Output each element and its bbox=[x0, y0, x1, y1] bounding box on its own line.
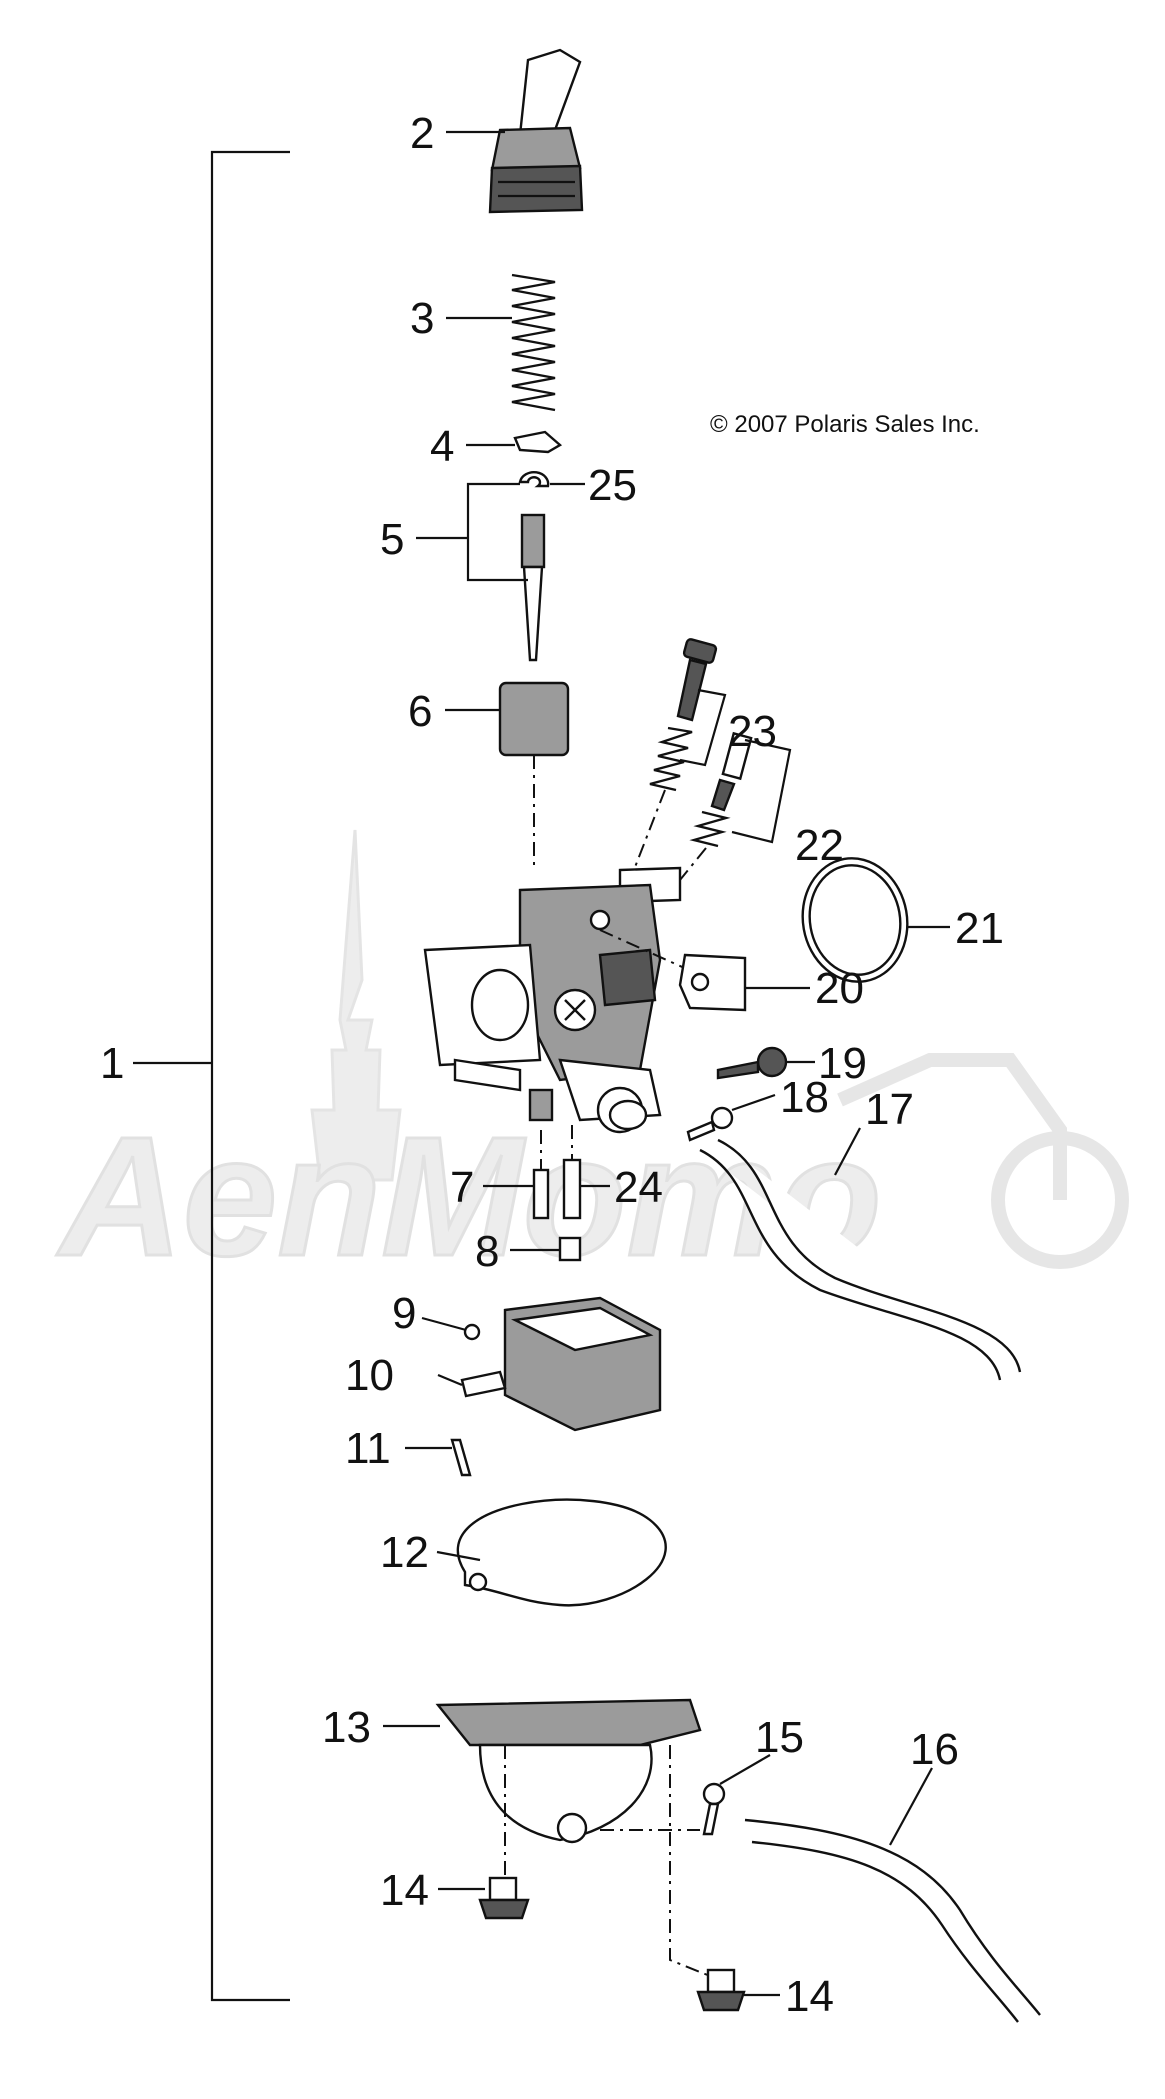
part-main-jet bbox=[532, 1130, 550, 1220]
callout-22: 22 bbox=[795, 821, 844, 870]
part-spring bbox=[511, 273, 556, 412]
callout-8: 8 bbox=[475, 1227, 499, 1276]
callout-20: 20 bbox=[815, 964, 864, 1013]
callout-11: 11 bbox=[345, 1424, 391, 1473]
part-fuel-hose-17 bbox=[699, 1138, 1022, 1381]
part-drain-bolt-right bbox=[696, 1968, 746, 2012]
part-idle-screw bbox=[679, 731, 753, 881]
part-top-cap bbox=[488, 48, 584, 214]
callout-21: 21 bbox=[955, 904, 1004, 953]
watermark-spire-icon bbox=[310, 829, 402, 1182]
callout-16: 16 bbox=[910, 1725, 959, 1774]
callout-19: 19 bbox=[818, 1039, 867, 1088]
part-drain-hose-16 bbox=[744, 1818, 1041, 2023]
part-jet-needle bbox=[520, 513, 546, 662]
callout-6: 6 bbox=[408, 687, 432, 736]
part-bowl-gasket bbox=[456, 1498, 667, 1607]
assembly-bracket bbox=[133, 150, 290, 2002]
part-pilot-jet bbox=[558, 1236, 582, 1262]
callout-3: 3 bbox=[410, 294, 434, 343]
callout-25: 25 bbox=[588, 461, 637, 510]
part-o-ring bbox=[801, 857, 909, 983]
part-screw-19 bbox=[716, 1046, 788, 1080]
part-pilot-screw bbox=[629, 638, 718, 881]
callout-24: 24 bbox=[614, 1163, 663, 1212]
part-e-clip bbox=[518, 470, 550, 488]
callout-17: 17 bbox=[865, 1085, 914, 1134]
callout-1: 1 bbox=[100, 1039, 124, 1088]
callout-23: 23 bbox=[728, 707, 777, 756]
callout-13: 13 bbox=[322, 1703, 371, 1752]
part-choke-housing bbox=[678, 953, 747, 1012]
leader-lines bbox=[383, 130, 950, 1997]
part-fitting-18 bbox=[686, 1106, 734, 1142]
callout-10: 10 bbox=[345, 1351, 394, 1400]
part-throttle-valve bbox=[498, 681, 570, 870]
callout-5: 5 bbox=[380, 515, 404, 564]
callout-14-right: 14 bbox=[785, 1972, 834, 2021]
copyright-notice: © 2007 Polaris Sales Inc. bbox=[710, 411, 980, 438]
part-float-bowl bbox=[435, 1698, 721, 1981]
callout-9: 9 bbox=[392, 1289, 416, 1338]
callout-labels: 1 2 3 4 25 5 6 23 22 21 20 19 18 17 7 24… bbox=[100, 109, 1004, 2021]
callout-2: 2 bbox=[410, 109, 434, 158]
callout-14-left: 14 bbox=[380, 1866, 429, 1915]
part-drain-bolt-left bbox=[478, 1876, 530, 1920]
part-float bbox=[450, 1296, 662, 1477]
part-clip bbox=[513, 430, 563, 454]
watermark-motorcycle-icon bbox=[837, 1053, 1129, 1269]
callout-4: 4 bbox=[430, 422, 454, 471]
callout-18: 18 bbox=[780, 1073, 829, 1122]
callout-15: 15 bbox=[755, 1713, 804, 1762]
part-needle-jet bbox=[562, 1125, 582, 1220]
callout-12: 12 bbox=[380, 1528, 429, 1577]
part-carburetor-body bbox=[423, 866, 701, 1134]
part-drain-screw bbox=[702, 1782, 726, 1836]
callout-7: 7 bbox=[450, 1163, 474, 1212]
